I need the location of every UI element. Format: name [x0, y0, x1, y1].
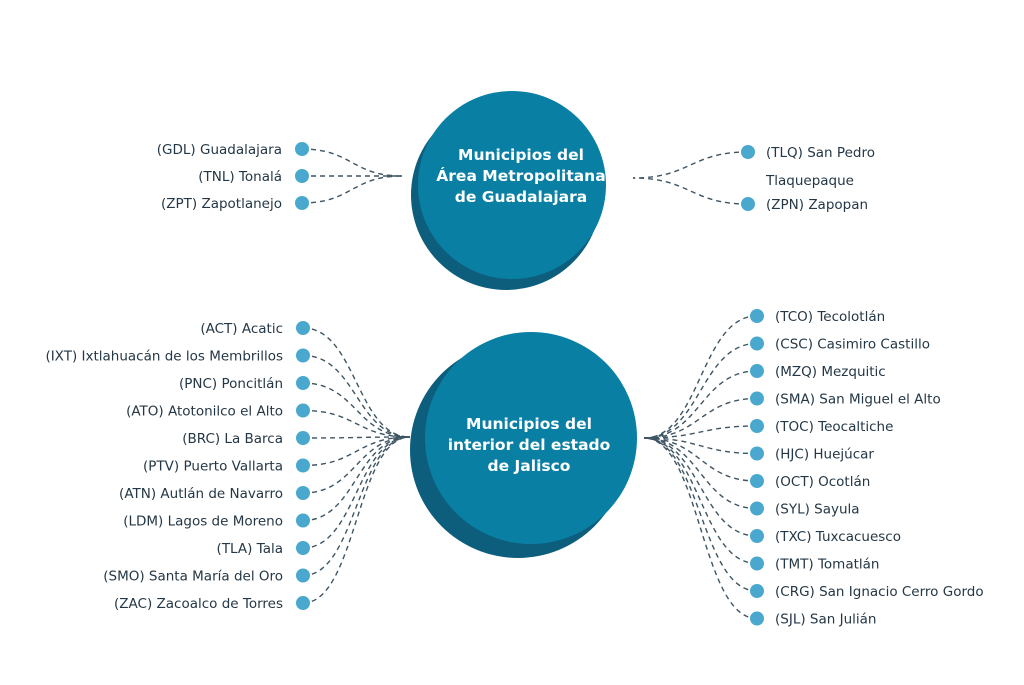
- node-dot: [750, 336, 764, 351]
- connector-line: [643, 315, 758, 439]
- municipality-label: (TNL) Tonalá: [198, 169, 282, 185]
- municipality-label: (PTV) Puerto Vallarta: [143, 459, 283, 475]
- connector-line: [643, 437, 758, 455]
- municipality-label: (OCT) Ocotlán: [775, 474, 870, 490]
- connector-line: [643, 370, 758, 439]
- hub-metropolitan-area: Municipios del Área Metropolitana de Gua…: [411, 91, 606, 290]
- connector-line: [643, 437, 758, 537]
- node-dot: [296, 431, 310, 445]
- municipality-label: (TMT) Tomatlán: [775, 557, 879, 573]
- municipality-label: (TLQ) San Pedro: [766, 145, 875, 161]
- hub-title-line-2: Área Metropolitana: [436, 166, 605, 185]
- connector-line: [302, 382, 411, 438]
- node-dot: [750, 419, 764, 433]
- connector-line: [643, 437, 758, 510]
- municipality-label: Tlaquepaque: [765, 173, 854, 189]
- hub-interior-state: Municipios del interior del estado de Ja…: [410, 332, 637, 558]
- hub-title-line-1: Municipios del: [466, 415, 592, 433]
- municipality-label: (SMA) San Miguel el Alto: [775, 392, 941, 408]
- connector-line: [301, 175, 403, 204]
- connector-line: [643, 342, 758, 439]
- municipality-nodes: (GDL) Guadalajara (TNL) Tonalá (ZPT) Zapot…: [45, 142, 984, 628]
- connector-line: [301, 148, 403, 177]
- node-dot: [296, 458, 310, 473]
- connector-line: [302, 436, 411, 467]
- node-dot: [296, 376, 310, 390]
- node-dot: [750, 611, 764, 626]
- connector-line: [302, 436, 411, 577]
- node-dot: [296, 568, 310, 583]
- municipality-label: (LDM) Lagos de Moreno: [123, 514, 283, 530]
- node-dot: [296, 403, 310, 418]
- connector-line: [302, 436, 411, 494]
- municipality-label: (TLA) Tala: [217, 541, 283, 557]
- node-dot: [295, 142, 309, 156]
- municipality-label: (BRC) La Barca: [182, 431, 283, 447]
- municipality-label: (TXC) Tuxcacuesco: [775, 529, 901, 545]
- node-dot: [741, 145, 755, 159]
- node-dot: [750, 391, 764, 406]
- node-dot: [750, 584, 764, 598]
- node-dot: [296, 321, 310, 335]
- municipality-label: (HJC) Huejúcar: [775, 447, 874, 463]
- municipality-label: (SMO) Santa María del Oro: [103, 569, 283, 585]
- connector-line: [643, 437, 758, 620]
- node-dot: [296, 596, 310, 610]
- node-dot: [296, 348, 310, 363]
- municipality-label: (PNC) Poncitlán: [179, 376, 283, 392]
- municipality-label: (CSC) Casimiro Castillo: [775, 337, 930, 353]
- connector-line: [643, 437, 758, 592]
- node-dot: [741, 197, 755, 211]
- node-dot: [295, 169, 309, 183]
- connector-line: [302, 327, 411, 438]
- hub-title-line-3: de Jalisco: [488, 457, 571, 475]
- connector-line: [302, 436, 411, 549]
- municipality-label: (ZPN) Zapopan: [766, 197, 868, 213]
- connector-line: [302, 409, 411, 438]
- connector-line: [643, 437, 758, 565]
- hub-title-line-3: de Guadalajara: [455, 188, 587, 206]
- node-dot: [296, 541, 310, 555]
- node-dot: [295, 196, 309, 210]
- connector-line: [632, 151, 749, 179]
- hub-title-line-1: Municipios del: [458, 146, 584, 164]
- hub-circle: [418, 91, 606, 279]
- hub-title-line-2: interior del estado: [448, 436, 611, 454]
- connector-line: [302, 354, 411, 438]
- node-dot: [750, 309, 764, 323]
- node-dot: [750, 364, 764, 378]
- node-dot: [750, 446, 764, 461]
- municipality-label: (ATO) Atotonilco el Alto: [126, 404, 283, 420]
- municipality-label: (ZPT) Zapotlanejo: [161, 196, 282, 212]
- connector-lines: [301, 148, 758, 620]
- municipality-label: (TOC) Teocaltiche: [775, 419, 893, 435]
- connector-line: [643, 425, 758, 439]
- node-dot: [296, 513, 310, 528]
- municipality-label: (ATN) Autlán de Navarro: [119, 486, 283, 502]
- hub-circle: [425, 332, 637, 544]
- municipality-label: (ZAC) Zacoalco de Torres: [114, 596, 283, 612]
- municipality-label: (SJL) San Julián: [775, 612, 876, 628]
- connector-line: [302, 436, 411, 604]
- node-dot: [750, 529, 764, 543]
- node-dot: [750, 556, 764, 571]
- municipality-label: (MZQ) Mezquitic: [775, 364, 886, 380]
- municipality-label: (SYL) Sayula: [775, 502, 860, 518]
- municipality-label: (CRG) San Ignacio Cerro Gordo: [775, 584, 984, 600]
- municipality-label: (ACT) Acatic: [200, 321, 283, 337]
- municipality-label: (GDL) Guadalajara: [157, 142, 282, 158]
- connector-line: [643, 437, 758, 482]
- node-dot: [296, 486, 310, 500]
- municipality-label: (IXT) Ixtlahuacán de los Membrillos: [45, 349, 283, 365]
- connector-line: [302, 436, 411, 439]
- municipality-label: (TCO) Tecolotlán: [775, 309, 885, 325]
- connector-line: [632, 177, 749, 205]
- node-dot: [750, 501, 764, 516]
- node-dot: [750, 474, 764, 488]
